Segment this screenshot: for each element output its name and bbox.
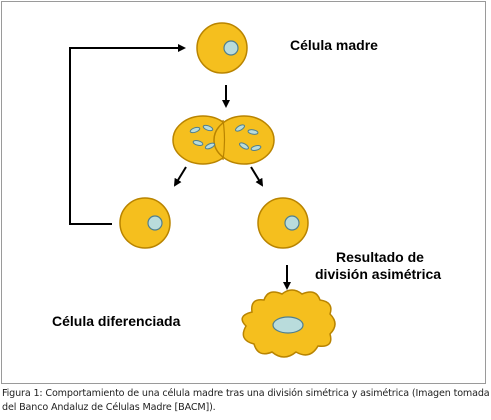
right-daughter-nucleus bbox=[284, 215, 300, 231]
left-daughter-cell bbox=[119, 197, 171, 249]
caption-line2: del Banco Andaluz de Células Madre [BACM… bbox=[2, 402, 216, 413]
left-daughter-nucleus bbox=[147, 215, 163, 231]
self-renewal-loop-arrow bbox=[69, 44, 186, 225]
figure-caption: Figura 1: Comportamiento de una célula m… bbox=[2, 387, 490, 415]
label-stem-cell: Célula madre bbox=[290, 37, 378, 53]
right-daughter-cell bbox=[257, 197, 309, 249]
arrow-to-left-daughter bbox=[173, 166, 187, 187]
chromosome-fragments bbox=[189, 124, 262, 151]
label-result-line2: división asimétrica bbox=[315, 266, 441, 282]
stem-cell bbox=[196, 22, 248, 74]
caption-line1: Figura 1: Comportamiento de una célula m… bbox=[2, 388, 490, 399]
label-differentiated: Célula diferenciada bbox=[52, 313, 181, 329]
differentiated-cell bbox=[241, 289, 336, 358]
arrow-to-right-daughter bbox=[250, 166, 264, 187]
stem-cell-nucleus bbox=[223, 40, 239, 56]
dividing-cell bbox=[172, 115, 275, 165]
label-result-line1: Resultado de bbox=[336, 249, 424, 265]
differentiated-nucleus bbox=[272, 316, 304, 334]
